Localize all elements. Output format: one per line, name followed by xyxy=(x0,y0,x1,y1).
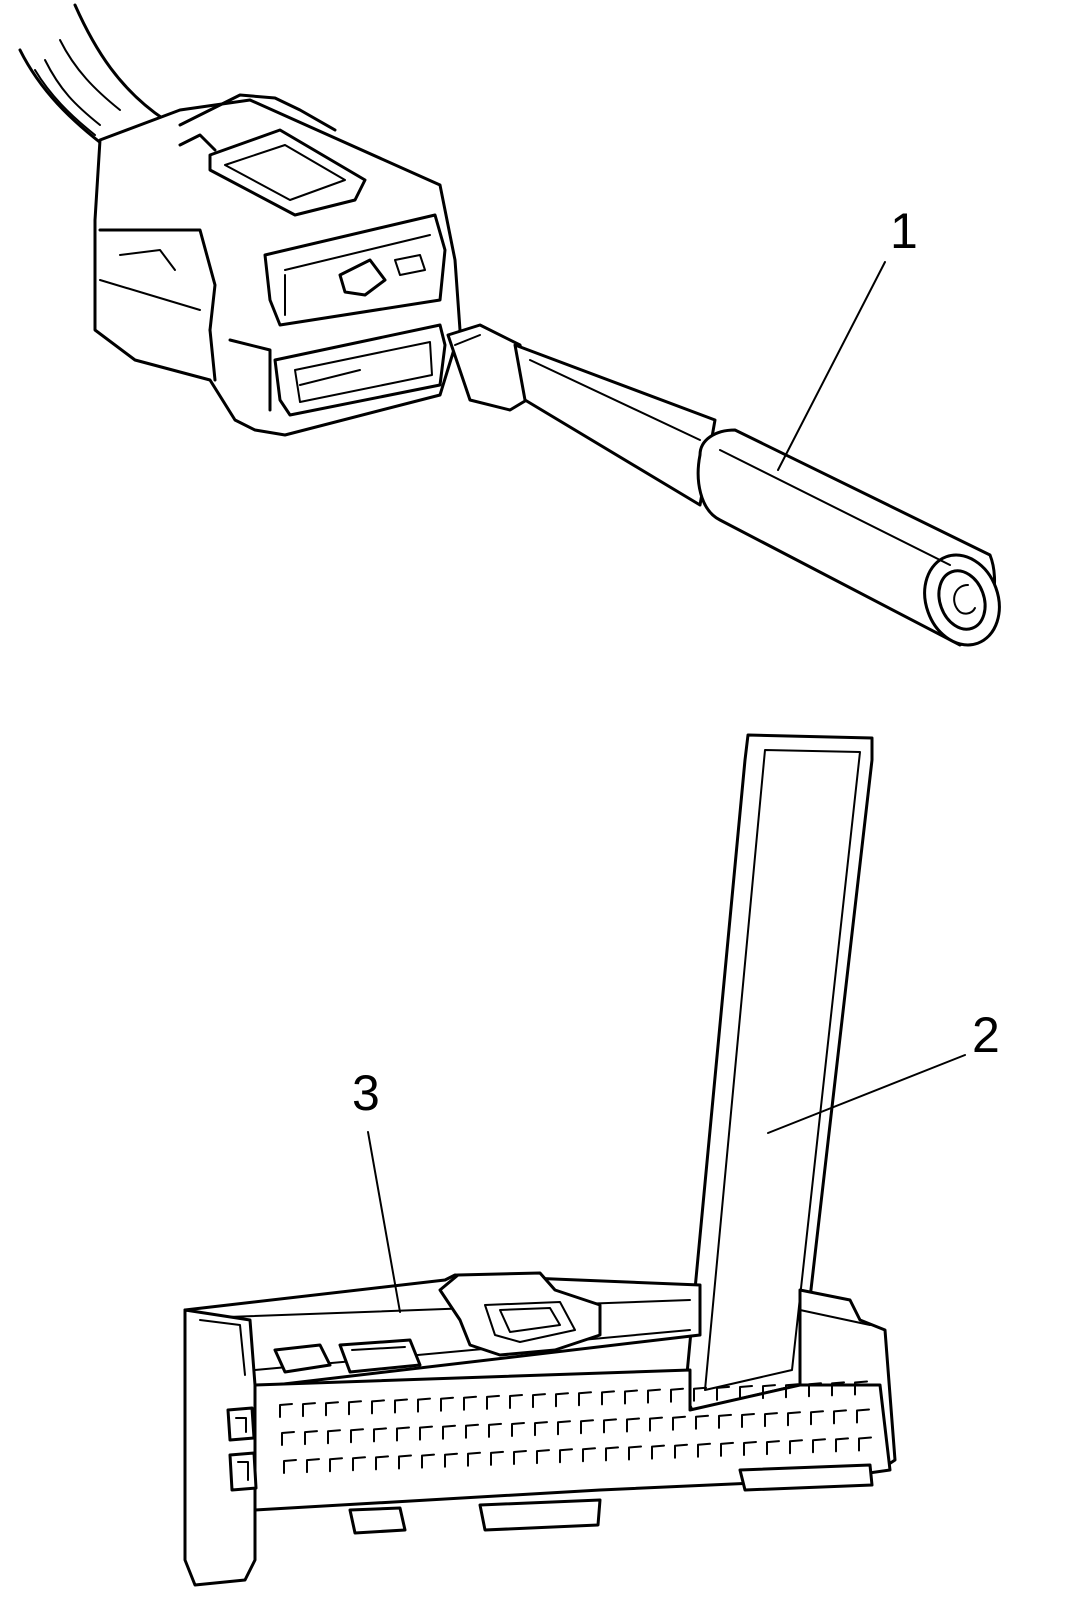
pin-cavity xyxy=(739,1385,753,1400)
harness-wires xyxy=(18,3,167,152)
pin-cavity xyxy=(488,1422,502,1438)
pin-cavity xyxy=(513,1450,527,1465)
pin-cavity xyxy=(743,1441,757,1456)
pin-cavity xyxy=(647,1388,661,1404)
pin-cavity xyxy=(693,1386,707,1402)
pin-cavity xyxy=(371,1399,385,1415)
pin-cavity xyxy=(718,1413,732,1429)
pin-cavity xyxy=(559,1448,573,1464)
pin-cavity xyxy=(787,1411,801,1427)
pin-cavity xyxy=(835,1437,849,1453)
pin-cavity xyxy=(534,1421,548,1437)
pin-cavity xyxy=(580,1419,594,1435)
pin-cavity xyxy=(808,1382,822,1398)
pin-cavity xyxy=(398,1454,412,1470)
pin-cavity-grid xyxy=(279,1380,872,1474)
pin-cavity xyxy=(833,1409,847,1425)
pin-cavity xyxy=(626,1417,640,1433)
callout-3: 3 xyxy=(352,1065,401,1313)
pin-cavity xyxy=(536,1449,550,1465)
pin-cavity xyxy=(440,1396,454,1412)
pin-cavity xyxy=(304,1430,318,1446)
pin-cavity xyxy=(394,1398,408,1414)
pin-cavity xyxy=(511,1422,525,1437)
pin-cavity xyxy=(854,1380,868,1396)
pin-cavity xyxy=(421,1453,435,1469)
pin-cavity xyxy=(373,1427,387,1443)
pin-cavity xyxy=(444,1452,458,1468)
pin-cavity xyxy=(302,1402,316,1418)
pin-cavity xyxy=(674,1443,688,1459)
pin-cavity xyxy=(785,1383,799,1399)
pin-cavity xyxy=(831,1381,845,1397)
pin-cavity xyxy=(306,1458,320,1474)
pin-cavity xyxy=(812,1438,826,1454)
pin-cavity xyxy=(555,1392,569,1408)
pin-cavity xyxy=(419,1425,433,1441)
callout-1-label: 1 xyxy=(890,203,918,259)
pin-cavity xyxy=(649,1416,663,1432)
pin-cavity xyxy=(628,1445,642,1461)
callout-3-label: 3 xyxy=(352,1065,380,1121)
pin-cavity xyxy=(532,1393,546,1409)
pin-cavity xyxy=(651,1444,665,1460)
pin-cavity xyxy=(697,1442,711,1458)
terminal-release-tool xyxy=(446,323,1001,647)
callout-2: 2 xyxy=(767,1007,1000,1134)
pin-cavity xyxy=(578,1391,592,1407)
pin-cavity xyxy=(672,1415,686,1431)
pin-cavity xyxy=(741,1413,755,1428)
pin-cavity xyxy=(467,1451,481,1467)
pin-cavity xyxy=(463,1395,477,1411)
harness-connector xyxy=(93,93,462,437)
pin-cavity xyxy=(465,1423,479,1439)
pin-cavity xyxy=(352,1456,366,1472)
pin-cavity xyxy=(417,1397,431,1413)
callout-1: 1 xyxy=(777,203,918,471)
pin-cavity xyxy=(327,1429,341,1445)
pin-cavity xyxy=(716,1385,730,1401)
callout-2-leader xyxy=(767,1054,966,1134)
callout-3-leader xyxy=(367,1131,401,1313)
pin-cavity xyxy=(789,1439,803,1455)
pin-cavity xyxy=(279,1403,293,1418)
pin-cavity xyxy=(858,1436,872,1452)
pin-cavity xyxy=(810,1410,824,1426)
pin-cavity xyxy=(762,1384,776,1400)
pin-cavity xyxy=(350,1428,364,1444)
callout-1-leader xyxy=(777,261,886,471)
pin-cavity xyxy=(624,1389,638,1405)
pin-cavity xyxy=(348,1400,362,1416)
callout-2-label: 2 xyxy=(972,1007,1000,1063)
pin-cavity xyxy=(764,1412,778,1428)
pin-cavity xyxy=(509,1394,523,1409)
pin-cavity xyxy=(856,1408,870,1424)
pin-cavity xyxy=(329,1457,343,1473)
pin-cavity xyxy=(582,1447,596,1463)
pin-cavity xyxy=(281,1431,295,1446)
pin-cavity xyxy=(601,1390,615,1406)
pin-cavity xyxy=(720,1441,734,1457)
pin-cavity xyxy=(670,1387,684,1403)
pin-cavity xyxy=(283,1459,297,1474)
pin-cavity xyxy=(695,1414,709,1430)
pin-cavity xyxy=(605,1446,619,1462)
pin-cavity xyxy=(486,1394,500,1410)
pin-cavity xyxy=(766,1440,780,1456)
pin-cavity xyxy=(490,1450,504,1466)
pin-cavity xyxy=(375,1455,389,1471)
pin-cavity xyxy=(442,1424,456,1440)
pin-cavity xyxy=(325,1401,339,1417)
pin-cavity xyxy=(603,1418,617,1434)
multi-pin-connector xyxy=(183,1271,897,1587)
pin-cavity xyxy=(557,1420,571,1436)
pin-cavity xyxy=(396,1426,410,1442)
